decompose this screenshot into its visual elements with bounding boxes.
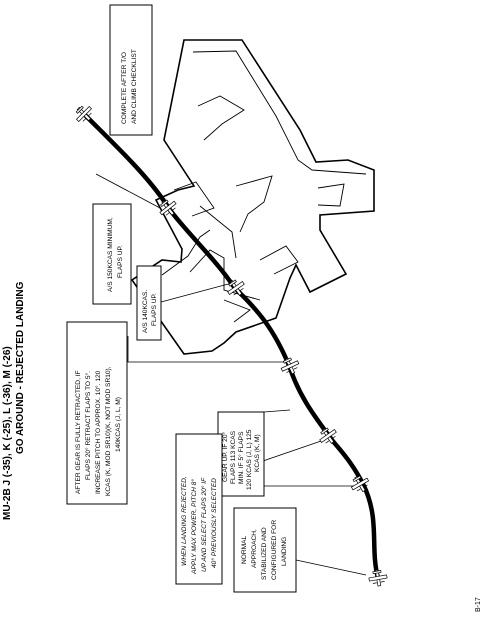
box-landing-rejected-line-1: WHEN LANDING REJECTED, [181, 476, 188, 566]
box-normal-approach: NORMAL APPROACH, STABILIZED AND CONFIGUR… [233, 507, 297, 593]
box-after-gear-line-5: 140KCAS (J, L, M) [115, 397, 122, 452]
box-complete-checklist: COMPLETE AFTER T/O AND CLIMB CHECKLIST [109, 4, 153, 136]
box-after-gear-line-3: INCREASE PITCH TO APPROX. 10°. 120 [94, 370, 102, 494]
runway-taxiway-lines [161, 50, 367, 323]
box-as-150-line-1: A/S 150KCAS MINIMUM, [107, 217, 114, 292]
box-gear-up-line-5: KCAS (K, M) [254, 434, 261, 472]
box-complete-checklist-line-1: COMPLETE AFTER T/O [121, 52, 128, 124]
box-landing-rejected-line-2: APPLY MAX POWER, PITCH 8° [190, 479, 198, 575]
box-as-140: A/S 140KCAS. FLAPS UP. [136, 265, 162, 341]
box-after-gear-line-4: KCAS (K, MOD SR10)(K, NOT MOD SR10), [105, 366, 112, 496]
box-gear-up: GEAR UP. IF 20° FLAPS 113 KCAS MIN. IF 5… [217, 411, 265, 497]
box-gear-up-line-4: 120 KCAS (J, L) 125 [246, 429, 253, 490]
box-landing-rejected-line-3: UP AND SELECT FLAPS 20° IF [200, 477, 208, 572]
box-as-140-line-2: FLAPS UP. [151, 293, 158, 326]
procedure-title: GO AROUND - REJECTED LANDING [15, 281, 26, 454]
box-landing-rejected: WHEN LANDING REJECTED, APPLY MAX POWER, … [175, 433, 223, 585]
callout-leaders [95, 109, 367, 576]
box-normal-approach-line-2: APPROACH, [251, 529, 258, 568]
box-as-150-line-2: FLAPS UP. [117, 245, 124, 278]
box-complete-checklist-line-2: AND CLIMB CHECKLIST [131, 49, 138, 124]
box-gear-up-line-1: GEAR UP. IF 20° [221, 431, 229, 482]
box-as-150: A/S 150KCAS MINIMUM, FLAPS UP. [92, 203, 132, 305]
box-after-gear-line-2: FLAPS 20° RETRACT FLAPS TO 5°. [84, 371, 92, 480]
box-after-gear: AFTER GEAR IS FULLY RETRACTED, IF FLAPS … [66, 321, 128, 505]
runway-outline [130, 39, 375, 355]
box-landing-rejected-line-4: 40° PREVIOUSLY SELECTED [210, 478, 218, 568]
box-normal-approach-line-4: CONFIGURED FOR [271, 520, 278, 580]
box-gear-up-line-2: FLAPS 113 KCAS [230, 430, 237, 484]
box-normal-approach-line-1: NORMAL [241, 535, 248, 564]
aircraft-icon [367, 568, 389, 588]
model-line: MU-2B J (-35), K (-25), L (-36), M (-26) [2, 346, 13, 520]
box-gear-up-line-3: MIN. IF 5° FLAPS [237, 431, 245, 484]
box-as-140-line-1: A/S 140KCAS. [142, 290, 149, 333]
box-normal-approach-line-3: STABILIZED AND [261, 527, 268, 580]
box-normal-approach-line-5: LANDING [281, 537, 288, 566]
page-number: B-17 [475, 597, 482, 612]
box-after-gear-line-1: AFTER GEAR IS FULLY RETRACTED, IF [75, 370, 82, 494]
